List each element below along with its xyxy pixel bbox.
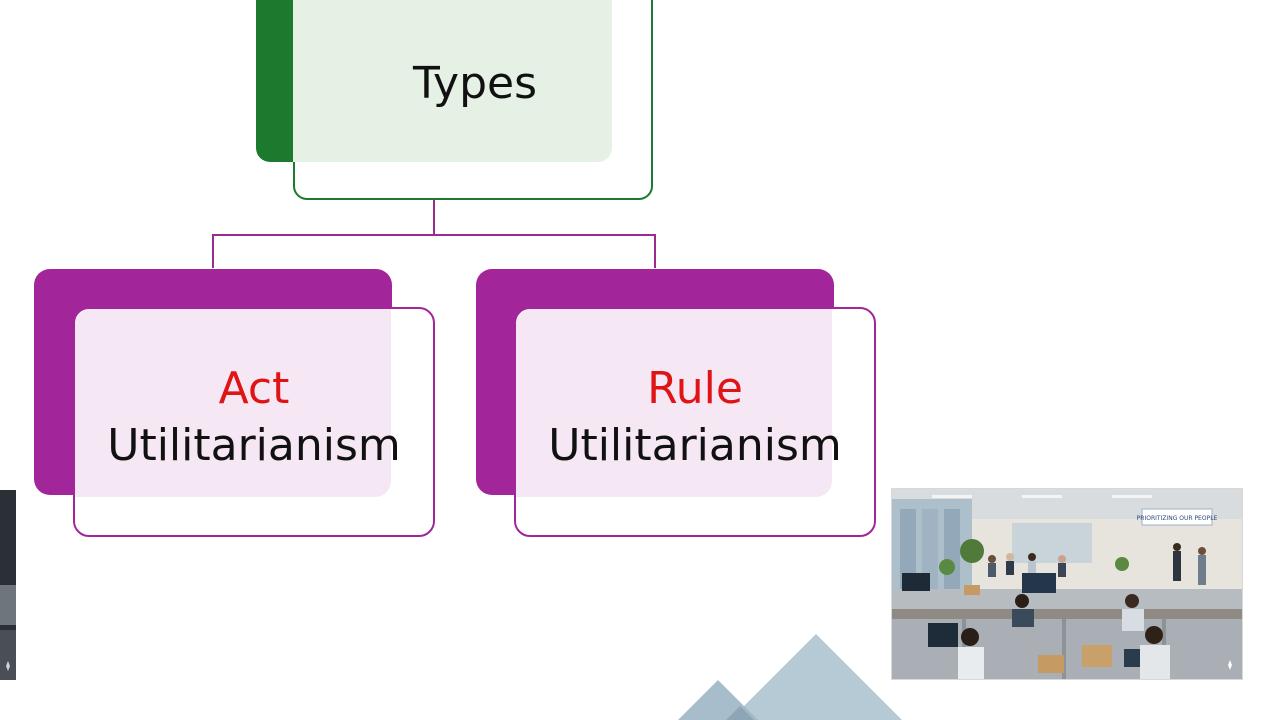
connector-vertical-root: [433, 200, 435, 236]
rule-keyword: Rule: [647, 363, 743, 414]
rule-node-fill: [516, 309, 832, 497]
root-node-fill: [293, 0, 612, 162]
office-photo: PRIORITIZING OUR PEOPLE: [891, 488, 1243, 680]
connector-horizontal: [212, 234, 656, 236]
photo-banner: PRIORITIZING OUR PEOPLE: [1137, 515, 1218, 522]
decorative-triangles: [670, 630, 930, 720]
rule-label: Utilitarianism: [548, 420, 842, 471]
act-node-fill: [75, 309, 391, 497]
connector-vertical-right: [654, 234, 656, 268]
rule-node-label: Rule Utilitarianism: [514, 360, 876, 474]
connector-vertical-left: [212, 234, 214, 268]
act-keyword: Act: [218, 363, 290, 414]
left-edge-video-fragment: [0, 490, 16, 680]
act-node-label: Act Utilitarianism: [73, 360, 435, 474]
root-node-label: Types: [413, 58, 537, 109]
act-label: Utilitarianism: [107, 420, 401, 471]
